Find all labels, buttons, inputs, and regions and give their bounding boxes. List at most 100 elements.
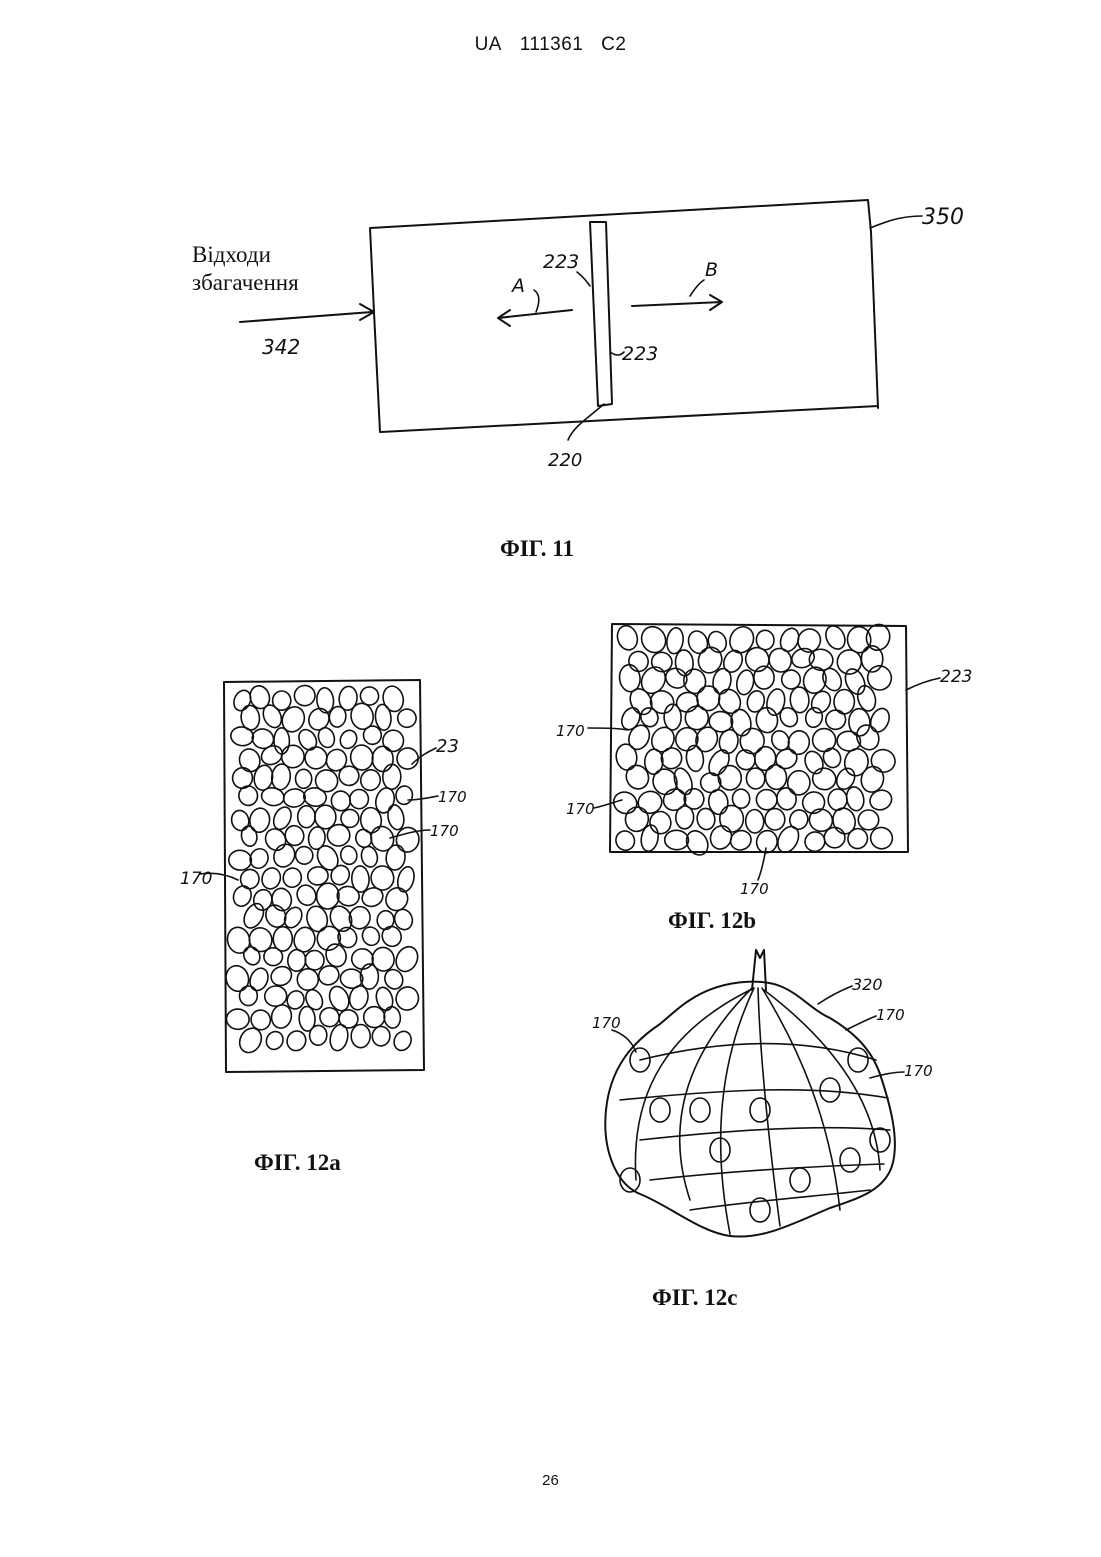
particle xyxy=(615,623,641,652)
particle xyxy=(395,785,414,806)
particle xyxy=(870,1128,890,1152)
particle xyxy=(790,1168,810,1192)
particle xyxy=(374,985,396,1012)
particle xyxy=(787,770,811,796)
page-number: 26 xyxy=(0,1472,1101,1489)
particle xyxy=(363,726,382,745)
particle xyxy=(637,663,670,698)
particle xyxy=(376,910,395,931)
particle xyxy=(774,823,803,856)
particle xyxy=(806,805,836,835)
particle xyxy=(775,786,797,811)
particle xyxy=(383,1006,402,1029)
particle xyxy=(316,882,340,909)
particle xyxy=(802,829,827,854)
particle xyxy=(660,785,690,814)
particle xyxy=(685,744,705,772)
particle xyxy=(339,844,359,866)
particle xyxy=(230,809,251,833)
fig12b-frame xyxy=(610,624,908,852)
particle xyxy=(623,805,651,834)
fig12b-sample xyxy=(610,622,908,859)
fig12a-sample xyxy=(223,680,424,1072)
particle xyxy=(867,787,895,813)
particle xyxy=(349,789,369,810)
fig12b-ref-layer: 223 xyxy=(940,667,972,687)
particle xyxy=(239,986,257,1006)
particle xyxy=(647,687,678,718)
particle xyxy=(618,705,643,733)
fig12c-leader-170-c xyxy=(870,1072,904,1078)
particle xyxy=(270,804,294,832)
fig12b-caption: ФІГ. 12b xyxy=(668,908,756,934)
particle xyxy=(811,767,837,792)
particle xyxy=(241,944,263,968)
particle xyxy=(719,805,744,832)
particle xyxy=(282,787,306,808)
fig12a-ref-particle-3: 170 xyxy=(180,869,212,889)
particle xyxy=(270,763,291,791)
fig12b-leader-170-a xyxy=(588,728,628,730)
particle xyxy=(764,764,788,791)
fig12b-ref-particle-3: 170 xyxy=(740,880,769,898)
fig12b-leader-223 xyxy=(906,678,940,690)
particle xyxy=(386,803,406,831)
particle xyxy=(682,827,712,859)
particle xyxy=(313,842,342,873)
particle xyxy=(309,1025,328,1046)
particle xyxy=(765,808,785,830)
particle xyxy=(226,1009,249,1030)
particle xyxy=(357,684,382,709)
particle xyxy=(293,684,317,708)
particle xyxy=(268,963,295,989)
particle xyxy=(359,884,386,909)
fig12c-ref-particle-2: 170 xyxy=(876,1006,905,1024)
particle xyxy=(650,1098,670,1122)
fig12b-leader-170-b xyxy=(594,800,622,808)
fig12c-top-stem xyxy=(752,950,766,990)
fig12a-caption: ФІГ. 12a xyxy=(254,1150,341,1176)
fig12c-ref-particle-3: 170 xyxy=(904,1062,933,1080)
particle xyxy=(240,825,259,848)
particle xyxy=(223,963,252,994)
particle xyxy=(717,764,742,791)
particle xyxy=(239,867,262,890)
particle xyxy=(313,923,344,955)
fig12c-mesh-meridian-5 xyxy=(764,990,880,1170)
particle xyxy=(295,769,312,788)
particle xyxy=(228,850,252,871)
particle xyxy=(263,947,283,966)
particle xyxy=(337,728,360,752)
particle xyxy=(690,1098,710,1122)
fig12a-ref-particle-1: 170 xyxy=(438,788,467,806)
particle xyxy=(696,807,717,831)
particle xyxy=(298,806,316,828)
particle xyxy=(225,925,253,956)
particle xyxy=(794,625,825,656)
particle xyxy=(777,705,801,730)
fig12c-ref-body: 320 xyxy=(852,975,883,994)
particle xyxy=(229,725,254,747)
particle xyxy=(710,1138,730,1162)
fig12c-caption: ФІГ. 12c xyxy=(652,1285,737,1311)
particle xyxy=(696,685,721,711)
particle xyxy=(287,949,307,972)
particle xyxy=(263,984,288,1007)
particle xyxy=(391,1029,414,1054)
particle xyxy=(260,702,285,730)
particle xyxy=(248,807,271,834)
fig12c-mesh-line-5 xyxy=(690,1190,870,1210)
particle xyxy=(372,746,393,771)
particle xyxy=(263,1029,286,1053)
particle xyxy=(615,743,639,772)
fig12a-ref-particle-2: 170 xyxy=(430,822,459,840)
fig12c-ref-particle-1: 170 xyxy=(592,1014,621,1032)
particle xyxy=(746,767,766,789)
particle xyxy=(247,846,271,871)
fig12c-mesh-line-3 xyxy=(640,1128,890,1140)
particle xyxy=(639,824,660,853)
particle xyxy=(848,1048,868,1072)
particle xyxy=(822,623,848,652)
particle xyxy=(867,824,895,852)
particle xyxy=(297,969,318,991)
